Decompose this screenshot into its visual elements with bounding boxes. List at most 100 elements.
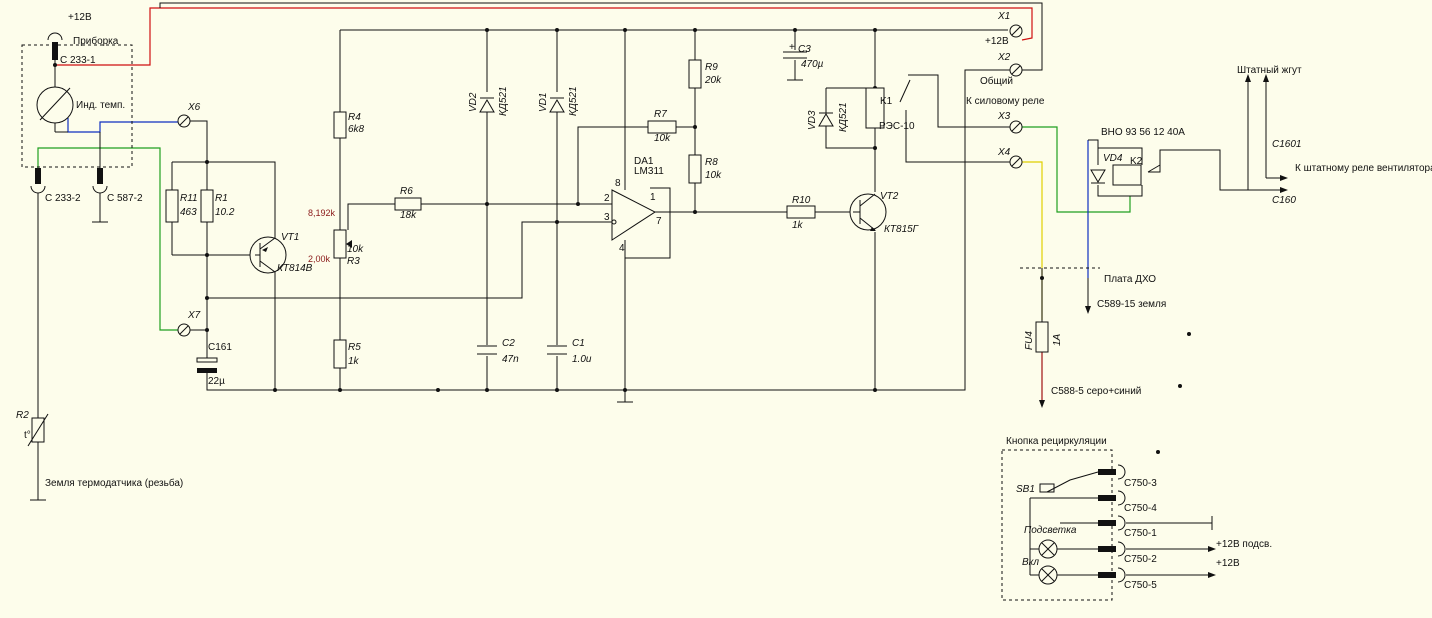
wire xyxy=(159,2,1043,71)
label-da1-type: LM311 xyxy=(634,166,664,177)
junction-dot xyxy=(205,328,209,332)
label-vd1-name: VD1 xyxy=(538,93,549,112)
label-r8-name: R8 xyxy=(705,157,718,168)
label-c750-4: С750-4 xyxy=(1124,503,1157,514)
junction-dot xyxy=(576,202,580,206)
label-fu4-name: FU4 xyxy=(1024,331,1035,350)
wire xyxy=(1097,185,1143,197)
wire xyxy=(1088,139,1099,165)
label-k2-name: K2 xyxy=(1130,156,1143,167)
transistor-lead xyxy=(259,237,276,250)
connector-pin xyxy=(97,168,103,184)
thermistor-slash xyxy=(27,413,49,447)
label-to-fan: К штатному реле вентилятора xyxy=(1295,163,1432,174)
label-sb1: SB1 xyxy=(1016,484,1035,495)
label-vd2-type: КД521 xyxy=(498,86,509,116)
label-r9-name: R9 xyxy=(705,62,718,73)
wire xyxy=(1098,147,1143,165)
junction-dot xyxy=(873,146,877,150)
junction-dot xyxy=(273,388,277,392)
junction-dot xyxy=(485,202,489,206)
label-plus12v-top: +12В xyxy=(68,12,92,23)
label-r4-name: R4 xyxy=(348,112,361,123)
comparator-pin3-dot xyxy=(611,219,617,225)
arrow-icon xyxy=(1245,74,1251,82)
label-pin8: 8 xyxy=(615,178,621,189)
junction-dot xyxy=(693,28,697,32)
label-k1-name: K1 xyxy=(880,96,893,107)
diode-vd3 xyxy=(818,113,834,127)
label-r5-name: R5 xyxy=(348,342,361,353)
label-r11-val: 463 xyxy=(180,207,197,218)
transistor-vt1 xyxy=(249,236,287,274)
label-r1-val: 10.2 xyxy=(215,207,235,218)
label-x1-sig: +12В xyxy=(985,36,1009,47)
junction-dot xyxy=(793,28,797,32)
label-c3-plus: + xyxy=(789,42,795,53)
relay-contact xyxy=(1147,164,1161,173)
label-r11-name: R11 xyxy=(180,193,198,204)
label-c161-val: 22µ xyxy=(208,376,225,387)
label-r3-set1: 8,192k xyxy=(308,208,336,218)
label-r4-val: 6k8 xyxy=(348,124,365,135)
label-harness: Штатный жгут xyxy=(1237,65,1302,76)
junction-dot xyxy=(555,28,559,32)
label-board: Плата ДХО xyxy=(1104,274,1156,285)
label-c750-1: С750-1 xyxy=(1124,528,1157,539)
terminal-slash xyxy=(1011,157,1021,167)
junction-dot xyxy=(693,125,697,129)
label-x6: X6 xyxy=(187,102,201,113)
wire xyxy=(908,74,1010,128)
label-bl-power: +12В подсв. xyxy=(1216,539,1272,550)
label-fu4-val: 1A xyxy=(1052,333,1063,346)
label-da1-name: DA1 xyxy=(634,156,654,167)
gauge-needle xyxy=(39,87,71,121)
transistor-lead xyxy=(259,260,276,273)
label-recirc: Кнопка рециркуляции xyxy=(1006,436,1107,447)
label-r10-name: R10 xyxy=(792,195,811,206)
label-c2-val: 47n xyxy=(502,354,519,365)
label-pribork: Приборка xyxy=(73,35,119,47)
label-r2-mark: t° xyxy=(24,430,31,441)
relay-contact xyxy=(899,79,911,103)
wire-green xyxy=(37,147,178,331)
connector-pin xyxy=(52,42,58,60)
terminal-slash xyxy=(1011,122,1021,132)
wire-red xyxy=(55,7,1033,66)
label-r3-set2: 2,00k xyxy=(308,254,331,264)
label-c1601: C1601 xyxy=(1272,139,1301,150)
connector-icon xyxy=(47,32,63,41)
label-plus12v-on: +12В xyxy=(1216,558,1240,569)
arrow-icon xyxy=(1263,74,1269,82)
label-x7: X7 xyxy=(187,310,201,321)
arrow-icon xyxy=(1280,187,1288,193)
label-pin3: 3 xyxy=(604,212,610,223)
junction-dot xyxy=(338,388,342,392)
label-vd2-name: VD2 xyxy=(468,92,479,112)
junction-dot xyxy=(485,28,489,32)
terminal-slash xyxy=(1011,26,1021,36)
wire xyxy=(1046,471,1099,493)
label-c3-val: 470µ xyxy=(801,59,824,70)
diode-vd2 xyxy=(479,99,495,113)
resistor-r4 xyxy=(333,111,347,139)
wire xyxy=(1148,149,1248,191)
terminal-slash xyxy=(179,325,189,335)
label-vd4-name: VD4 xyxy=(1103,153,1123,164)
label-r8-val: 10k xyxy=(705,170,722,181)
label-r1-name: R1 xyxy=(215,193,228,204)
arrow-icon xyxy=(1208,546,1216,552)
transistor-vt2 xyxy=(849,193,887,231)
junction-dot xyxy=(205,160,209,164)
label-r3-name: R3 xyxy=(347,256,360,267)
relay-k1-coil xyxy=(865,87,885,129)
label-x2-sig: Общий xyxy=(980,75,1013,87)
label-c160: C160 xyxy=(1272,195,1296,206)
dashboard-boundary xyxy=(21,44,133,168)
lamp-cross xyxy=(1041,568,1055,582)
label-on: Вкл xyxy=(1022,557,1039,568)
comparator-da1 xyxy=(611,189,656,241)
label-x3-desc: К силовому реле xyxy=(966,96,1045,107)
label-vd1-type: КД521 xyxy=(568,86,579,116)
